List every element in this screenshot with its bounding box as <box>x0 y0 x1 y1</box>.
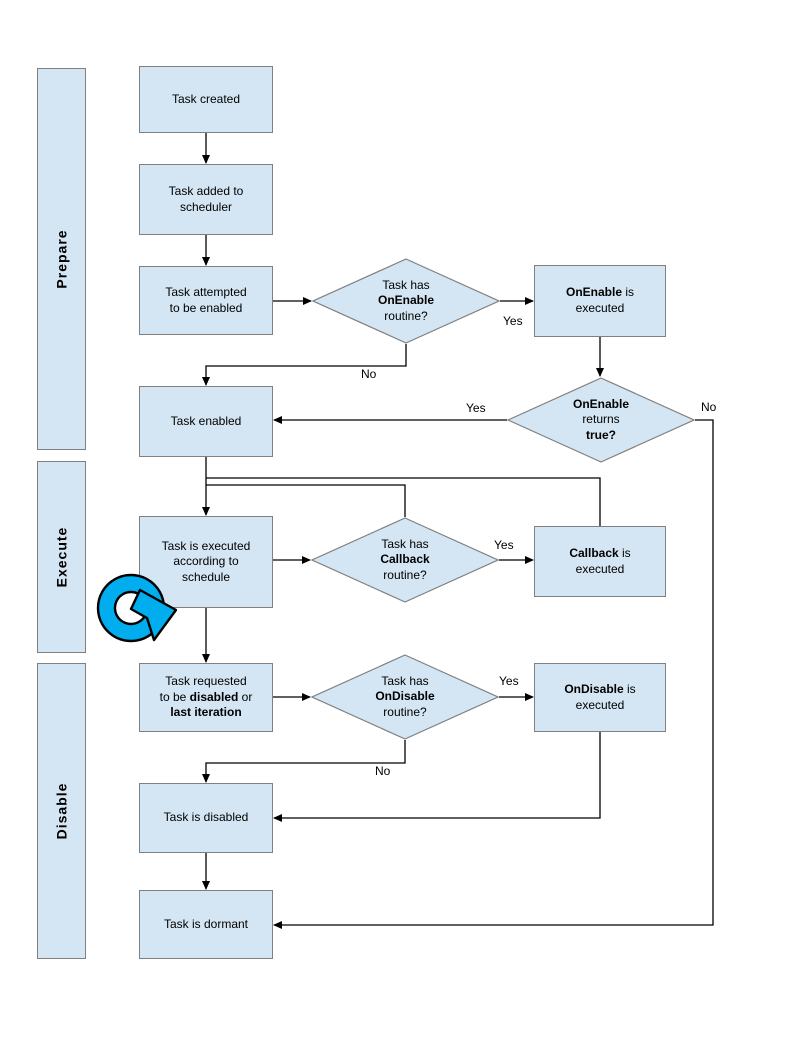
node-task-dormant-label: Task is dormant <box>163 916 249 931</box>
node-task-attempted-label: Task attempted to be enabled <box>165 284 247 315</box>
node-task-created-label: Task created <box>171 91 241 106</box>
node-task-executed: Task is executed according to schedule <box>139 516 273 608</box>
band-execute-label: Execute <box>53 526 70 588</box>
edge-ondisable-no <box>202 740 406 783</box>
node-task-created: Task created <box>139 66 273 133</box>
decision-task-has-ondisable: Task has OnDisable routine? <box>311 654 499 740</box>
decision-ondisable-label: Task has OnDisable routine? <box>375 673 435 719</box>
label-no-ondisable: No <box>375 764 391 778</box>
band-disable-label: Disable <box>53 782 70 840</box>
label-no-returns-true: No <box>701 400 717 414</box>
label-yes-callback: Yes <box>494 538 514 552</box>
node-onenable-executed: OnEnable is executed <box>534 265 666 337</box>
label-no-onenable: No <box>361 367 377 381</box>
node-task-dormant: Task is dormant <box>139 890 273 959</box>
decision-returns-true-label: OnEnable returns true? <box>572 396 629 442</box>
node-onenable-executed-label: OnEnable is executed <box>565 285 634 315</box>
loop-icon <box>93 570 178 646</box>
decision-onenable-returns-true: OnEnable returns true? <box>507 377 695 463</box>
node-ondisable-executed: OnDisable is executed <box>534 663 666 732</box>
label-yes-returns-true: Yes <box>466 401 486 415</box>
band-prepare: Prepare <box>37 68 86 450</box>
node-ondisable-executed-label: OnDisable is executed <box>564 681 636 712</box>
diamond-shape <box>312 258 500 344</box>
node-task-requested-label: Task requested to be disabled or last it… <box>159 674 253 720</box>
node-callback-executed: Callback is executed <box>534 526 666 597</box>
diamond-shape <box>311 517 499 603</box>
node-task-disabled-label: Task is disabled <box>163 810 249 825</box>
label-yes-ondisable: Yes <box>499 674 519 688</box>
band-execute: Execute <box>37 461 86 653</box>
decision-task-has-callback: Task has Callback routine? <box>311 517 499 603</box>
node-task-attempted-enable: Task attempted to be enabled <box>139 266 273 335</box>
label-yes-onenable: Yes <box>503 314 523 328</box>
band-prepare-label: Prepare <box>53 229 70 289</box>
node-task-enabled: Task enabled <box>139 386 273 457</box>
edge-returns-no-to-dormant <box>273 419 714 929</box>
node-task-enabled-label: Task enabled <box>170 413 242 428</box>
diamond-shape <box>507 377 695 463</box>
node-task-executed-label: Task is executed according to schedule <box>161 538 251 584</box>
node-task-added-to-scheduler: Task added to scheduler <box>139 164 273 235</box>
edge-callback-no-loopback <box>206 484 406 517</box>
edge-ondisable-exec-to-disabled <box>273 732 601 822</box>
diamond-shape <box>311 654 499 740</box>
band-disable: Disable <box>37 663 86 959</box>
node-task-requested-disable: Task requested to be disabled or last it… <box>139 663 273 732</box>
decision-callback-label: Task has Callback routine? <box>380 536 430 582</box>
decision-task-has-onenable: Task has OnEnable routine? <box>312 258 500 344</box>
node-task-disabled: Task is disabled <box>139 783 273 853</box>
decision-onenable-label: Task has OnEnable routine? <box>377 277 434 323</box>
node-callback-executed-label: Callback is executed <box>569 545 631 576</box>
edge-callback-exec-loopback <box>206 477 601 526</box>
edge-onenable-no <box>202 344 407 386</box>
node-task-added-label: Task added to scheduler <box>168 183 244 214</box>
